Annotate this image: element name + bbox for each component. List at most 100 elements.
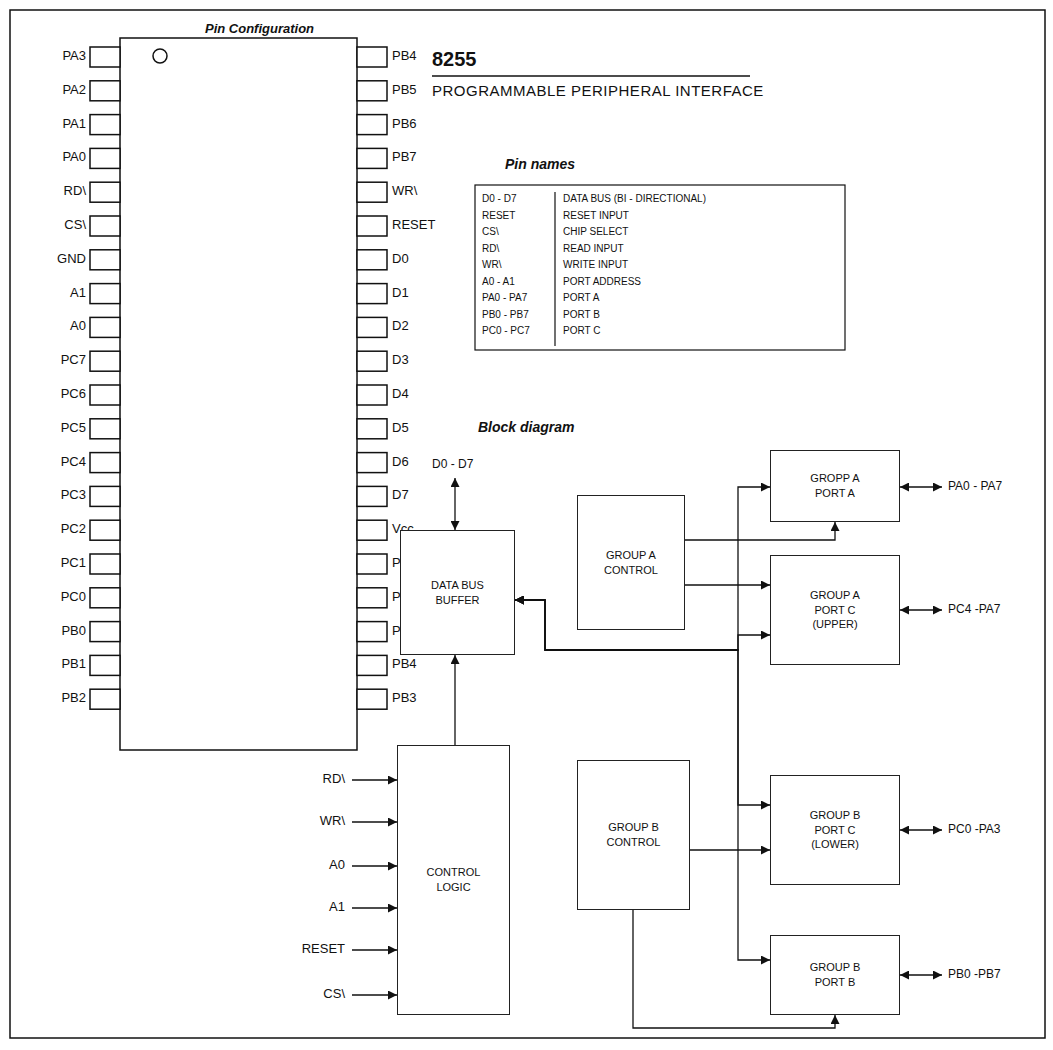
- table-cell: WR\: [482, 259, 501, 271]
- table-cell: RD\: [482, 243, 499, 255]
- pin-name: PB3: [392, 691, 417, 706]
- block-box: CONTROL LOGIC: [397, 745, 510, 1015]
- pin-stub: [357, 419, 387, 439]
- table-cell: PA0 - PA7: [482, 292, 527, 304]
- pin-name: RESET: [392, 218, 435, 233]
- pin-name: PB2: [12, 691, 86, 706]
- table-cell: PORT ADDRESS: [563, 276, 641, 288]
- pin-name: PA2: [12, 83, 86, 98]
- heading-text: Pin Configuration: [205, 22, 314, 37]
- pin-stub: [357, 689, 387, 709]
- table-cell: PORT B: [563, 309, 600, 321]
- pin-stub: [357, 622, 387, 642]
- pin-name: D0: [392, 252, 409, 267]
- pin-name: PC2: [12, 522, 86, 537]
- pin-name: PB0: [12, 624, 86, 639]
- signal-name: A1: [255, 900, 345, 915]
- table-cell: DATA BUS (BI - DIRECTIONAL): [563, 193, 706, 205]
- block-box: GROUP A CONTROL: [577, 495, 685, 630]
- table-cell: READ INPUT: [563, 243, 624, 255]
- block-box: GROUP B PORT C (LOWER): [770, 775, 900, 885]
- pin-name: D5: [392, 421, 409, 436]
- pin-name: WR\: [392, 184, 417, 199]
- pin-stub: [90, 250, 120, 270]
- table-cell: CS\: [482, 226, 499, 238]
- table-cell: PC0 - PC7: [482, 325, 530, 337]
- table-cell: WRITE INPUT: [563, 259, 628, 271]
- pin-name: PA3: [12, 49, 86, 64]
- pin-stub: [90, 453, 120, 473]
- pin-stub: [90, 317, 120, 337]
- block-label: GROUP B CONTROL: [594, 820, 674, 850]
- bus-connector: [690, 849, 770, 850]
- pin-name: PB6: [392, 117, 417, 132]
- page-frame: [10, 10, 1045, 1038]
- block-box: GROUP B CONTROL: [577, 760, 690, 910]
- block-box: GROUP A PORT C (UPPER): [770, 555, 900, 665]
- pin-table-frame: [475, 185, 845, 350]
- pin-name: PC6: [12, 387, 86, 402]
- pin-stub: [90, 554, 120, 574]
- block-box: GROPP A PORT A: [770, 450, 900, 522]
- pin-stub: [90, 284, 120, 304]
- pin-name: PB4: [392, 657, 417, 672]
- bus-connector: [685, 522, 835, 540]
- pin-name: PC4: [12, 455, 86, 470]
- pin-name: PC5: [12, 421, 86, 436]
- signal-name: PC0 -PA3: [948, 823, 1000, 837]
- pin-name: PC7: [12, 353, 86, 368]
- heading-text: Block diagram: [478, 419, 574, 435]
- block-label: GROPP A PORT A: [795, 471, 875, 501]
- signal-name: D0 - D7: [432, 458, 473, 472]
- pin-name: D2: [392, 319, 409, 334]
- pin-name: PB1: [12, 657, 86, 672]
- pin-stub: [357, 520, 387, 540]
- signal-name: RESET: [255, 942, 345, 957]
- bus-connector: [454, 655, 455, 745]
- block-label: GROUP A CONTROL: [591, 548, 671, 578]
- signal-name: PB0 -PB7: [948, 968, 1001, 982]
- pin-stub: [357, 351, 387, 371]
- signal-name: PC4 -PA7: [948, 603, 1000, 617]
- pin-stub: [90, 689, 120, 709]
- title-underline: [432, 75, 750, 77]
- pin-stub: [357, 453, 387, 473]
- signal-name: CS\: [255, 987, 345, 1002]
- pin-stub: [357, 216, 387, 236]
- pin-name: PB4: [392, 49, 417, 64]
- block-box: GROUP B PORT B: [770, 935, 900, 1015]
- pin-stub: [90, 655, 120, 675]
- heading-text: PROGRAMMABLE PERIPHERAL INTERFACE: [432, 82, 764, 99]
- pin-stub: [357, 588, 387, 608]
- block-label: GROUP B PORT B: [795, 960, 875, 990]
- pin-stub: [90, 351, 120, 371]
- block-label: DATA BUS BUFFER: [418, 578, 498, 608]
- pin-name: GND: [12, 252, 86, 267]
- pin-stub: [357, 554, 387, 574]
- pin-name: PC0: [12, 590, 86, 605]
- table-cell: RESET INPUT: [563, 210, 629, 222]
- pin-name: PA0: [12, 150, 86, 165]
- pin-name: D4: [392, 387, 409, 402]
- pin-stub: [357, 47, 387, 67]
- pin-name: PB5: [392, 83, 417, 98]
- table-cell: CHIP SELECT: [563, 226, 628, 238]
- pin-name: D6: [392, 455, 409, 470]
- pin-stub: [90, 216, 120, 236]
- pin-stub: [357, 284, 387, 304]
- table-cell: RESET: [482, 210, 515, 222]
- pin-stub: [90, 115, 120, 135]
- pin-stub: [357, 655, 387, 675]
- pin-name: D7: [392, 488, 409, 503]
- bus-connector: [515, 487, 770, 650]
- pin-stub: [90, 81, 120, 101]
- pin-stub: [90, 622, 120, 642]
- pin-stub: [90, 588, 120, 608]
- bus-connector: [685, 584, 770, 585]
- pin-name: CS\: [12, 218, 86, 233]
- table-cell: D0 - D7: [482, 193, 516, 205]
- table-cell: A0 - A1: [482, 276, 515, 288]
- block-box: DATA BUS BUFFER: [400, 530, 515, 655]
- pin-name: D1: [392, 286, 409, 301]
- pin-stub: [357, 115, 387, 135]
